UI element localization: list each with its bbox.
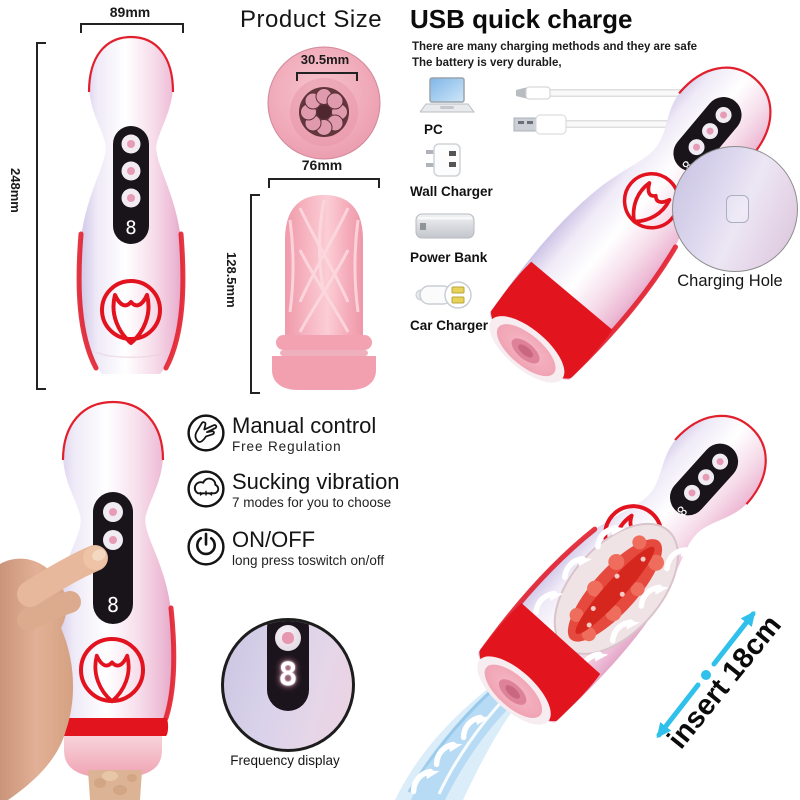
feature-title: ON/OFF <box>232 527 316 552</box>
usb-cables <box>513 86 682 135</box>
feature-on-off: ON/OFF long press toswitch on/off <box>186 527 384 568</box>
panel-button <box>275 625 301 651</box>
red-trim-head <box>87 35 175 93</box>
frequency-display-digit: 8 <box>125 217 136 239</box>
usb-heading: USB quick charge <box>410 4 633 34</box>
usb-subtitle-line1: There are many charging methods and they… <box>412 41 698 53</box>
feature-title: Sucking vibration <box>232 469 400 494</box>
sleeve-width-bracket <box>268 178 380 188</box>
insert-arrow-icon <box>656 610 756 739</box>
control-panel: 8 <box>113 126 149 244</box>
opening-dimension-bracket <box>296 72 358 81</box>
feature-title: Manual control <box>232 413 377 438</box>
charger-label-pc: PC <box>424 122 443 137</box>
charging-hole-magnifier <box>672 146 798 272</box>
hand <box>0 545 108 800</box>
insert-section: 8 insert 18cm <box>393 378 800 800</box>
internal-texture <box>567 535 665 642</box>
car-charger-icon <box>415 281 472 309</box>
power-icon <box>187 528 225 566</box>
sleeve-top-view <box>267 46 381 160</box>
laptop-icon <box>420 77 475 113</box>
feature-desc: Free Regulation <box>232 439 342 454</box>
height-dimension-bracket <box>36 42 46 390</box>
control-panel-zoom: 8 <box>267 621 309 711</box>
suction-icon <box>187 470 225 508</box>
opening-dimension-label: 30.5mm <box>300 52 350 67</box>
wall-charger-icon <box>426 143 461 177</box>
sleeve-opening <box>64 736 162 778</box>
sleeve-side-view <box>272 195 376 390</box>
frequency-display-digit: 8 <box>107 593 119 617</box>
charger-label-wall: Wall Charger <box>410 184 493 199</box>
fox-logo-icon <box>100 279 162 345</box>
width-dimension-bracket <box>80 23 184 33</box>
features-section: Manual control Free Regulation Sucking v… <box>0 400 420 800</box>
sleeve-height-bracket <box>250 194 260 394</box>
size-section: Product Size 30.5mm 76mm 128.5mm <box>224 0 410 400</box>
air-flow <box>395 678 523 800</box>
feature-desc: long press toswitch on/off <box>232 553 385 568</box>
usb-subtitle-line2: The battery is very durable, <box>412 56 562 69</box>
fingernail <box>92 549 106 561</box>
hand-holding-device: 8 <box>0 400 177 800</box>
device-cutaway-illustration: 8 <box>395 414 767 800</box>
height-dimension-label: 248mm <box>8 168 23 213</box>
hand-demo-section: 8 <box>0 398 232 800</box>
usb-section: USB quick charge There are many charging… <box>405 0 800 410</box>
front-view-section: 89mm 248mm 8 <box>0 0 235 400</box>
device-angled-illustration: 8 <box>489 66 772 383</box>
charger-label-powerbank: Power Bank <box>410 250 488 265</box>
sleeve-opening-texture <box>299 87 349 137</box>
device-front-illustration: 8 <box>76 35 186 374</box>
width-dimension-label: 89mm <box>109 4 151 20</box>
fox-logo-icon <box>79 637 145 704</box>
frequency-display-label: Frequency display <box>230 753 340 768</box>
control-panel: 8 <box>93 492 133 624</box>
frequency-display-magnifier: 8 <box>221 618 355 752</box>
frequency-display-digit: 8 <box>278 655 298 693</box>
red-band <box>57 718 169 736</box>
touch-icon <box>187 414 225 452</box>
power-bank-icon <box>415 213 475 239</box>
charger-label-car: Car Charger <box>410 318 489 333</box>
sleeve-texture-lines <box>288 199 360 333</box>
sleeve-width-label: 76mm <box>301 157 343 173</box>
charging-hole-label: Charging Hole <box>677 272 783 290</box>
sleeve-height-label: 128.5mm <box>224 252 239 308</box>
inserted-flesh <box>88 770 142 800</box>
feature-manual-control: Manual control Free Regulation <box>186 413 376 454</box>
charging-hole-icon <box>726 195 749 223</box>
micro-usb-plug <box>516 87 526 99</box>
feature-desc: 7 modes for you to choose <box>232 495 392 510</box>
feature-sucking-vibration: Sucking vibration 7 modes for you to cho… <box>186 469 400 510</box>
size-heading: Product Size <box>240 6 383 33</box>
control-panel: 8 <box>669 443 739 518</box>
